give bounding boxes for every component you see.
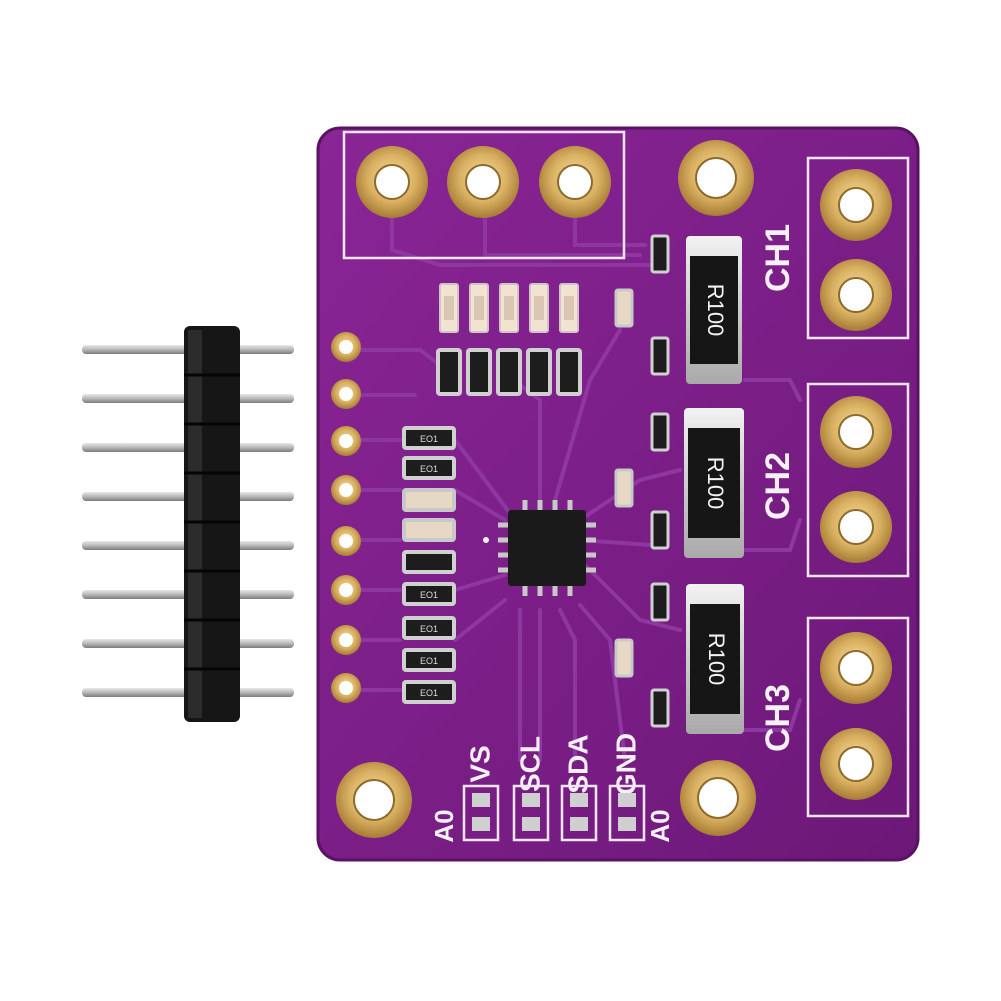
label-a0-left: A0 [429, 809, 459, 842]
mounting-hole-bottom-right [680, 760, 756, 836]
ch1-hole-2 [820, 259, 892, 331]
svg-text:EO1: EO1 [420, 656, 438, 666]
smd-led [529, 283, 549, 333]
jumper-vs [462, 784, 500, 842]
solder-jumpers [462, 784, 646, 842]
jumper-gnd [608, 784, 646, 842]
header-pad [331, 332, 361, 362]
ch3-terminal-outline [806, 616, 910, 818]
ch3-hole-2 [820, 728, 892, 800]
header-body [184, 326, 240, 722]
left-smd-column: EO1 EO1 EO1 EO1 EO1 EO1 [402, 426, 456, 704]
ch1-hole-1 [820, 169, 892, 241]
ch2-label: CH2 [759, 452, 797, 520]
jumper-scl [512, 784, 550, 842]
large-through-holes [336, 140, 892, 838]
shunt-resistor-ch3: R100 [686, 584, 744, 734]
pin-header [82, 326, 294, 722]
ch2-resistor-marking: R100 [703, 457, 728, 510]
header-pad [331, 625, 361, 655]
ch2-terminal-outline [806, 382, 910, 578]
svg-text:EO1: EO1 [420, 624, 438, 634]
smd-resistor [496, 348, 522, 396]
header-pins [82, 345, 294, 697]
mounting-hole-top-right [678, 140, 754, 216]
header-pad [331, 673, 361, 703]
top-terminal-hole-2 [447, 146, 519, 218]
smd-resistor: EO1 [402, 648, 456, 672]
ch3-resistor-marking: R100 [704, 633, 729, 686]
ch2-hole-1 [820, 396, 892, 468]
smd-led [439, 283, 459, 333]
label-a0-right: A0 [645, 809, 675, 842]
smd-led [499, 283, 519, 333]
smd-resistor [436, 348, 462, 396]
smd-resistor-row [436, 348, 582, 396]
smd-resistor: EO1 [402, 680, 456, 704]
jumper-sda [560, 784, 598, 842]
header-pad-column [331, 332, 361, 703]
ch1-label: CH1 [759, 224, 797, 292]
ch3-hole-1 [820, 632, 892, 704]
label-scl: SCL [514, 736, 545, 792]
svg-text:EO1: EO1 [420, 688, 438, 698]
pcb-board: EO1 EO1 EO1 EO1 EO1 EO1 [316, 126, 920, 862]
smd-resistor [466, 348, 492, 396]
shunt-resistor-ch1: R100 [686, 236, 742, 384]
ch1-terminal-outline [806, 156, 910, 340]
label-gnd: GND [610, 733, 641, 795]
mounting-hole-bottom-left [336, 762, 412, 838]
label-sda: SDA [562, 734, 593, 793]
ch1-resistor-marking: R100 [703, 284, 728, 337]
smd-resistor: EO1 [402, 616, 456, 640]
board-edge [316, 126, 920, 862]
svg-text:EO1: EO1 [420, 590, 438, 600]
shunt-side-components [614, 234, 670, 728]
header-pad [331, 475, 361, 505]
led-row [439, 283, 579, 333]
shunt-resistor-ch2: R100 [684, 408, 744, 558]
smd-capacitor [402, 518, 456, 542]
svg-text:EO1: EO1 [420, 464, 438, 474]
smd-resistor [402, 550, 456, 574]
smd-led [559, 283, 579, 333]
top-terminal-outline [342, 130, 626, 260]
header-pad [331, 575, 361, 605]
smd-resistor: EO1 [402, 426, 456, 450]
smd-resistor: EO1 [402, 456, 456, 480]
sensor-ic [483, 500, 596, 596]
smd-resistor [526, 348, 552, 396]
top-terminal-hole-1 [356, 146, 428, 218]
svg-text:EO1: EO1 [420, 434, 438, 444]
header-pad [331, 379, 361, 409]
smd-resistor [556, 348, 582, 396]
label-vs: VS [464, 745, 495, 782]
smd-led [469, 283, 489, 333]
ch3-label: CH3 [759, 684, 797, 752]
smd-capacitor [402, 488, 456, 512]
header-pad [331, 526, 361, 556]
header-pad [331, 426, 361, 456]
smd-resistor: EO1 [402, 582, 456, 606]
top-terminal-hole-3 [539, 146, 611, 218]
ch2-hole-2 [820, 491, 892, 563]
